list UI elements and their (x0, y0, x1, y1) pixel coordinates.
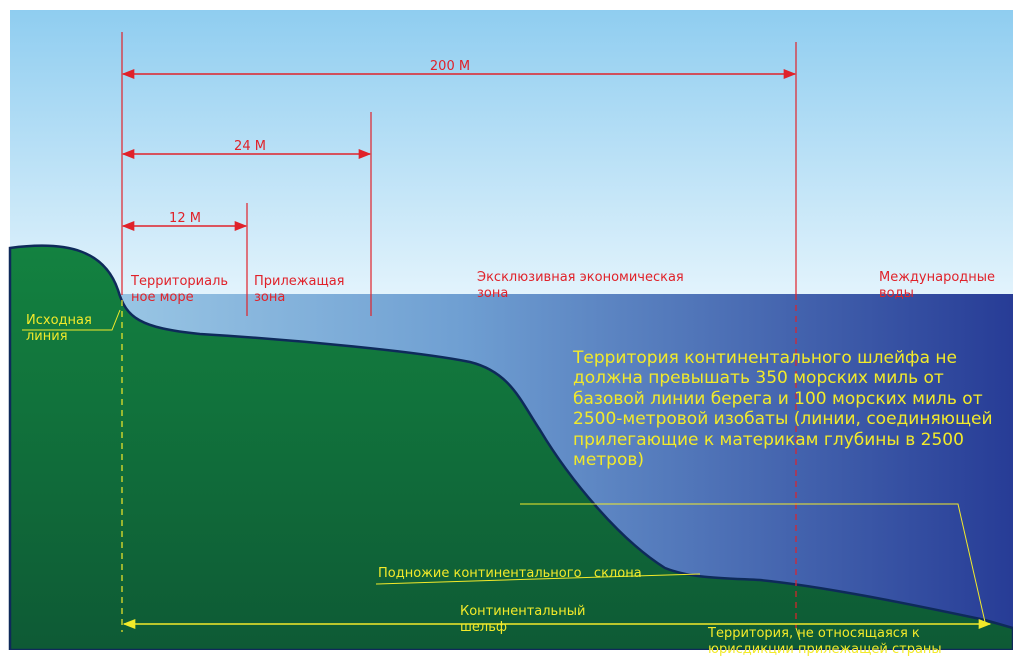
outside-line1: Территория, не относящаяся к (708, 626, 920, 641)
international-line1: Международные (879, 270, 996, 285)
baseline-line2: линия (26, 328, 68, 344)
label-eez: Эксклюзивная экономическая зона (477, 270, 684, 301)
bottom-margin (0, 650, 1013, 663)
shelf-note-line1: Территория континентального шлейфа не (573, 348, 957, 368)
label-contiguous-zone: Прилежащая зона (254, 274, 345, 305)
label-200m: 200 М (429, 59, 471, 74)
eez-line1: Эксклюзивная экономическая (477, 270, 684, 285)
label-baseline: Исходная линия (26, 313, 92, 344)
shelf-note-line4: 2500-метровой изобаты (линии, соединяюще… (573, 409, 993, 430)
label-slope-foot: Подножие континентального склона (378, 566, 642, 581)
label-outside-jurisdiction: Территория, не относящаяся к юрисдикции … (708, 626, 942, 657)
shelf-note-line2: должна превышать 350 морских миль от (573, 368, 944, 389)
slope-foot-pointer (375, 573, 701, 585)
outside-pointer (795, 627, 801, 641)
continental-shelf-note: Территория континентального шлейфа не до… (573, 348, 1009, 470)
label-12m: 12 М (169, 211, 201, 226)
contiguous-line2: зона (254, 289, 286, 305)
contiguous-line1: Прилежащая (254, 274, 345, 289)
label-international-waters: Международные воды (879, 270, 995, 301)
shelf-note-line3: базовой линии берега и 100 морских миль … (573, 388, 983, 409)
land-profile (8, 244, 1013, 652)
outside-line2: юрисдикции прилежащей страны (708, 641, 942, 657)
label-24m: 24 М (234, 139, 266, 154)
sky (10, 10, 1013, 294)
shelf-line1: Континентальный (460, 604, 586, 619)
label-territorial-sea: Территориаль ное море (131, 274, 228, 305)
shelf-line2: шельф (460, 619, 507, 635)
baseline-line1: Исходная (26, 313, 92, 328)
territorial-line1: Территориаль (131, 274, 229, 289)
label-continental-shelf: Континентальный шельф (460, 604, 585, 635)
baseline-pointer (22, 309, 121, 331)
shelf-note-line6: метров) (573, 449, 645, 470)
international-line2: воды (879, 285, 914, 301)
territorial-line2: ное море (131, 289, 194, 305)
eez-line2: зона (477, 285, 509, 301)
isobath-pointer (520, 503, 986, 623)
shelf-note-line5: прилегающие к материкам глубины в 2500 (573, 429, 964, 450)
